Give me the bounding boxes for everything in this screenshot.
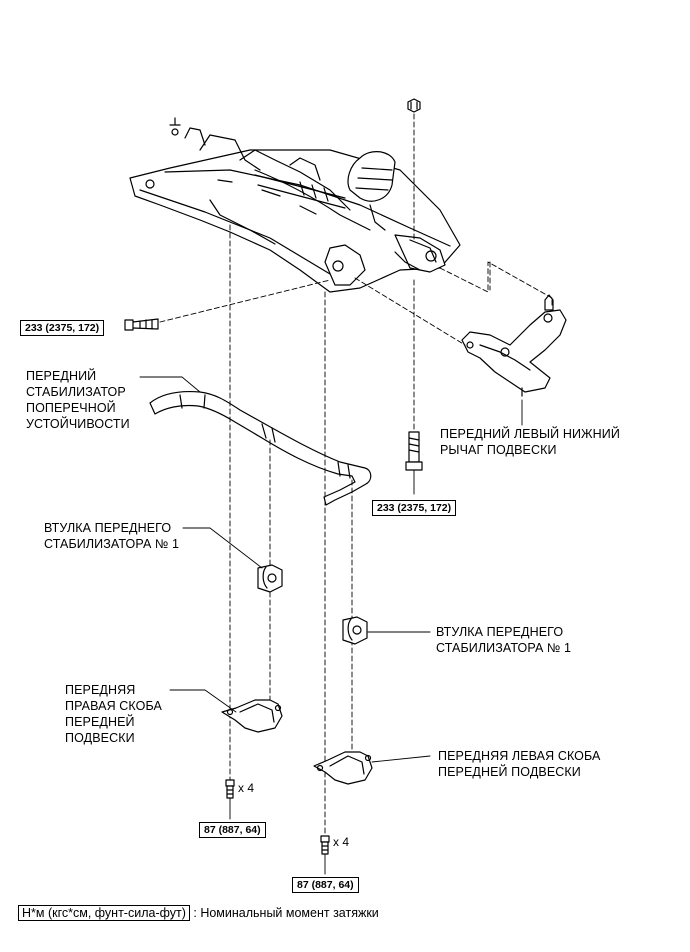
label-line: ПЕРЕДНЯЯ xyxy=(65,683,136,697)
label-line: СТАБИЛИЗАТОР xyxy=(26,385,126,399)
label-line: ВТУЛКА ПЕРЕДНЕГО xyxy=(436,625,564,639)
stabilizer-bushing-right xyxy=(257,564,283,593)
legend-description: : Номинальный момент затяжки xyxy=(193,906,379,920)
front-right-bracket xyxy=(221,699,283,733)
label-line: ПЕРЕДНЕЙ ПОДВЕСКИ xyxy=(438,765,581,779)
arm-bolt-vertical xyxy=(405,431,423,471)
label-line: СТАБИЛИЗАТОРА № 1 xyxy=(436,641,572,655)
stabilizer-bushing-left xyxy=(342,616,368,645)
quantity-bracket-bolt-left: x 4 xyxy=(333,835,350,849)
label-line: УСТОЙЧИВОСТИ xyxy=(26,417,130,431)
label-front-stabilizer-bar: ПЕРЕДНИЙ СТАБИЛИЗАТОР ПОПЕРЕЧНОЙ УСТОЙЧИ… xyxy=(26,368,130,432)
torque-bracket-bolt-right: 87 (887, 64) xyxy=(199,822,266,838)
front-left-bracket xyxy=(313,751,373,785)
label-line: ВТУЛКА ПЕРЕДНЕГО xyxy=(44,521,172,535)
bracket-bolt-right xyxy=(225,779,235,799)
label-line: ПОДВЕСКИ xyxy=(65,731,135,745)
label-front-left-lower-arm: ПЕРЕДНИЙ ЛЕВЫЙ НИЖНИЙ РЫЧАГ ПОДВЕСКИ xyxy=(440,426,620,458)
label-bushing-right: ВТУЛКА ПЕРЕДНЕГО СТАБИЛИЗАТОРА № 1 xyxy=(44,520,179,552)
arm-bolt-horizontal xyxy=(124,318,159,331)
top-nut xyxy=(407,98,421,113)
label-line: СТАБИЛИЗАТОРА № 1 xyxy=(44,537,180,551)
torque-arm-bolt-vertical: 233 (2375, 172) xyxy=(372,500,457,516)
torque-bracket-bolt-left: 87 (887, 64) xyxy=(292,877,359,893)
torque-arm-bolt-horizontal: 233 (2375, 172) xyxy=(20,320,105,336)
label-front-right-bracket: ПЕРЕДНЯЯ ПРАВАЯ СКОБА ПЕРЕДНЕЙ ПОДВЕСКИ xyxy=(65,682,162,746)
label-line: ПРАВАЯ СКОБА xyxy=(65,699,162,713)
label-front-left-bracket: ПЕРЕДНЯЯ ЛЕВАЯ СКОБА ПЕРЕДНЕЙ ПОДВЕСКИ xyxy=(438,748,600,780)
label-line: ПЕРЕДНИЙ xyxy=(26,369,97,383)
suspension-crossmember xyxy=(129,117,461,293)
label-line: ПЕРЕДНЯЯ ЛЕВАЯ СКОБА xyxy=(438,749,601,763)
legend-unit-box: Н*м (кгс*см, фунт-сила-фут) xyxy=(18,905,190,921)
bracket-bolt-left xyxy=(320,835,330,855)
front-stabilizer-bar xyxy=(149,390,372,506)
label-line: ПЕРЕДНИЙ ЛЕВЫЙ НИЖНИЙ xyxy=(440,427,620,441)
quantity-bracket-bolt-right: x 4 xyxy=(238,781,255,795)
label-line: РЫЧАГ ПОДВЕСКИ xyxy=(440,443,557,457)
label-bushing-left: ВТУЛКА ПЕРЕДНЕГО СТАБИЛИЗАТОРА № 1 xyxy=(436,624,571,656)
front-left-lower-arm xyxy=(461,294,567,397)
label-line: ПЕРЕДНЕЙ xyxy=(65,715,135,729)
leader-lines xyxy=(139,376,523,875)
label-line: ПОПЕРЕЧНОЙ xyxy=(26,401,116,415)
torque-legend: Н*м (кгс*см, фунт-сила-фут) : Номинальны… xyxy=(18,905,379,921)
